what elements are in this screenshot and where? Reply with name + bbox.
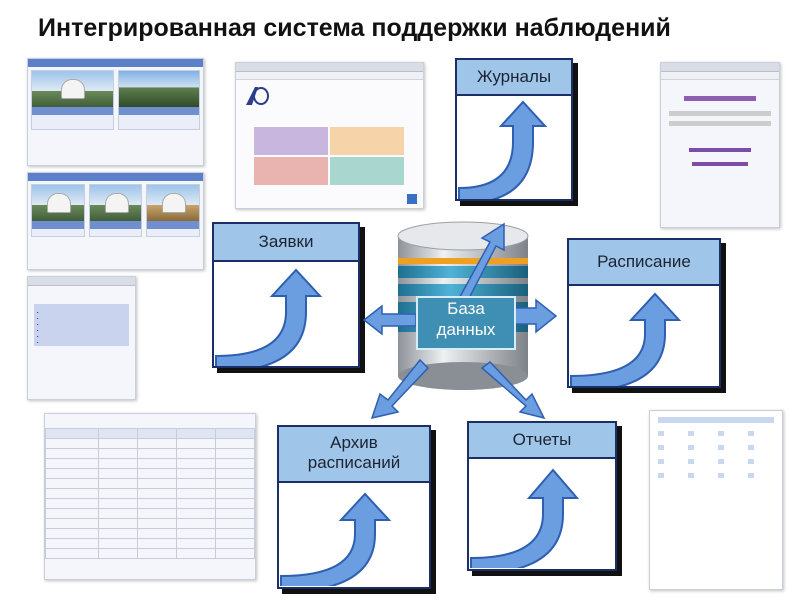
- journals-curved-arrow-icon: [458, 100, 548, 199]
- telescope-card: [31, 184, 85, 237]
- screenshot-requests-menu: [27, 276, 136, 400]
- arrow-to-schedule-icon: [509, 298, 558, 334]
- telescope-card: [31, 70, 114, 130]
- arrow-to-archive-icon: [370, 358, 430, 420]
- module-journals-label: Журналы: [457, 60, 571, 96]
- module-requests-label: Заявки: [214, 224, 358, 262]
- arrow-to-reports-icon: [480, 360, 546, 420]
- telescope-card: [117, 70, 200, 130]
- archive-curved-arrow-icon: [280, 492, 392, 586]
- database-label: База данных: [416, 296, 516, 350]
- module-schedule-label: Расписание: [569, 240, 719, 286]
- module-archive-label-line1: Архив: [330, 433, 378, 452]
- module-archive-label-line2: расписаний: [307, 452, 401, 472]
- database-connector-arrows: [362, 222, 558, 420]
- database-label-line2: данных: [436, 320, 496, 339]
- logo-icon: [246, 87, 269, 105]
- schedule-curved-arrow-icon: [570, 292, 682, 386]
- database-label-line1: База: [447, 299, 485, 318]
- page-title: Интегрированная система поддержки наблюд…: [38, 14, 671, 42]
- telescope-card: [146, 184, 201, 237]
- screenshot-large-telescopes: [27, 58, 204, 166]
- telescope-card: [88, 184, 143, 237]
- module-archive-label: Архив расписаний: [279, 427, 429, 483]
- screenshot-small-telescopes: [27, 172, 204, 270]
- screenshot-requests-home: [235, 62, 424, 209]
- screenshot-requests-table: [44, 413, 256, 580]
- arrow-to-requests-icon: [362, 304, 417, 336]
- screenshot-schedule-archive: [649, 410, 783, 590]
- reports-curved-arrow-icon: [470, 468, 580, 568]
- requests-curved-arrow-icon: [215, 268, 323, 366]
- module-reports-label: Отчеты: [469, 423, 615, 459]
- screenshot-journals-form: [660, 62, 780, 228]
